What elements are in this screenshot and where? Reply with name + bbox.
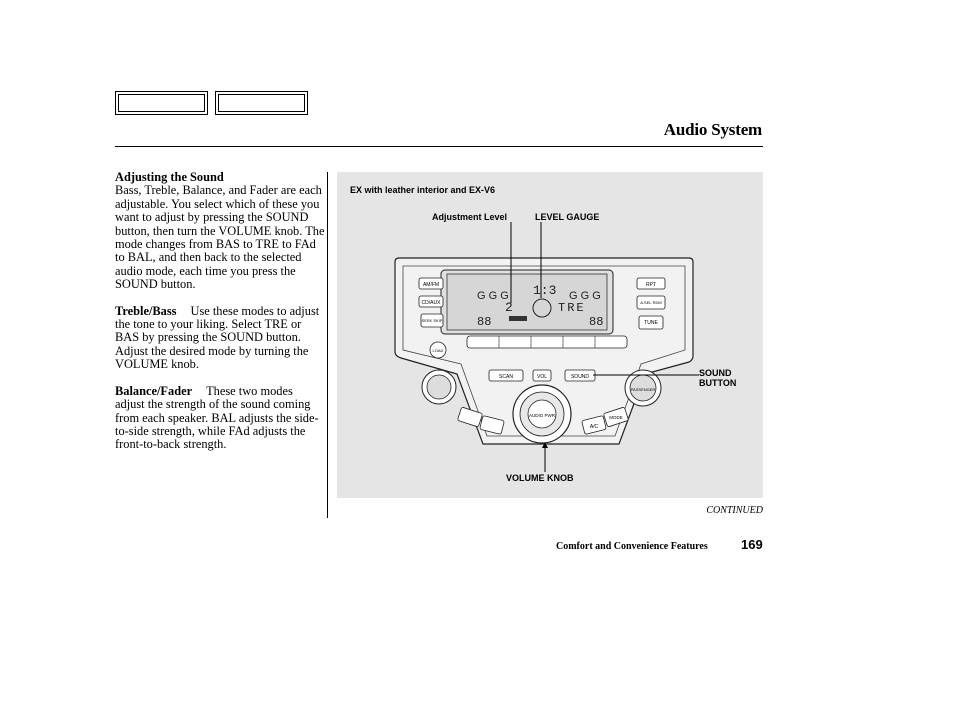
svg-text:PASSENGER: PASSENGER [631, 387, 656, 392]
column-divider [327, 172, 328, 518]
level-gauge-label: LEVEL GAUGE [535, 212, 600, 222]
page-number: 169 [741, 537, 763, 552]
svg-text:SEEK SKIP: SEEK SKIP [422, 318, 443, 323]
svg-text:VOL: VOL [537, 374, 547, 380]
treble-bass-text: Use these modes to adjust the tone to yo… [115, 303, 320, 372]
svg-text:AM/FM: AM/FM [423, 282, 439, 288]
adjusting-sound-section: Adjusting the Sound Bass, Treble, Balanc… [115, 170, 325, 292]
svg-text:A/C: A/C [590, 424, 599, 430]
sound-button-label: SOUND BUTTON [699, 368, 737, 388]
audio-panel-illustration: G G G 1:3 G G G 2 TRE 88 88 AM/FM CD/AUX… [394, 222, 699, 472]
nav-tab-next[interactable] [215, 91, 308, 115]
footer-section-title: Comfort and Convenience Features [556, 541, 708, 552]
svg-text:1:3: 1:3 [533, 283, 556, 298]
intro-paragraph: Bass, Treble, Balance, and Fader are eac… [115, 183, 325, 292]
balance-fader-text: These two modes adjust the strength of t… [115, 383, 319, 452]
section-heading: Adjusting the Sound [115, 170, 224, 184]
figure-caption: EX with leather interior and EX-V6 [350, 185, 496, 195]
adjustment-level-label: Adjustment Level [432, 212, 508, 222]
svg-text:AUDIO PWR: AUDIO PWR [529, 413, 556, 418]
balance-fader-term: Balance/Fader [115, 383, 193, 398]
title-divider [115, 146, 763, 147]
volume-knob-label: VOLUME KNOB [506, 473, 574, 483]
svg-text:RPT: RPT [646, 282, 656, 288]
display-level: 2 [505, 300, 513, 315]
body-text: Adjusting the Sound Bass, Treble, Balanc… [115, 170, 325, 465]
svg-text:G G G: G G G [569, 290, 601, 302]
svg-text:88: 88 [477, 315, 491, 329]
treble-bass-term: Treble/Bass [115, 303, 177, 318]
svg-text:SCAN: SCAN [499, 374, 513, 380]
svg-text:LOAD: LOAD [433, 348, 444, 353]
svg-text:G G G: G G G [477, 290, 509, 302]
svg-text:A.SEL RDM: A.SEL RDM [640, 300, 661, 305]
svg-text:MODE: MODE [609, 415, 623, 420]
svg-text:88: 88 [589, 315, 603, 329]
page-title: Audio System [663, 120, 762, 139]
nav-tab-previous[interactable] [115, 91, 208, 115]
audio-panel-figure: G G G 1:3 G G G 2 TRE 88 88 AM/FM CD/AUX… [337, 172, 763, 498]
svg-text:TUNE: TUNE [644, 320, 658, 326]
continued-note: CONTINUED [706, 505, 763, 516]
svg-text:CD/AUX: CD/AUX [422, 300, 442, 306]
display-mode: TRE [558, 301, 586, 315]
svg-text:SOUND: SOUND [571, 374, 589, 380]
